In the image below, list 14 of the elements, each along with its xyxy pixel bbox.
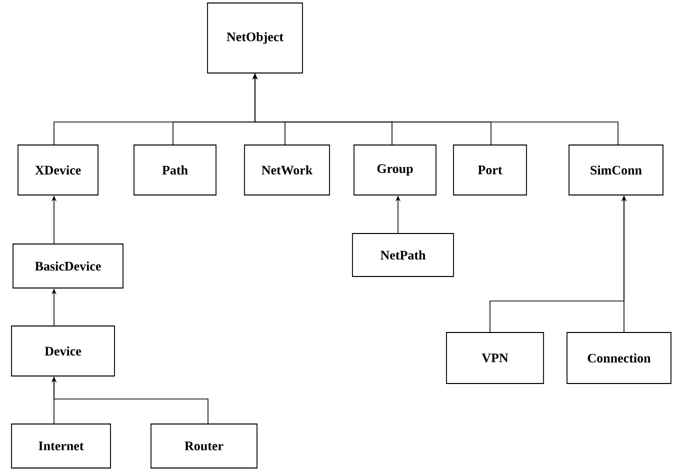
class-box: Path bbox=[134, 144, 216, 196]
class-box: Group bbox=[354, 144, 436, 196]
class-box: Port bbox=[453, 144, 527, 196]
class-box: BasicDevice bbox=[12, 244, 124, 288]
class-box: NetWork bbox=[244, 144, 330, 196]
class-box: XDevice bbox=[18, 144, 98, 196]
class-box: VPN bbox=[446, 332, 544, 384]
class-box: Router bbox=[150, 424, 258, 468]
class-box: NetObject bbox=[207, 2, 303, 74]
class-box: Internet bbox=[11, 424, 111, 468]
class-box: NetPath bbox=[352, 233, 454, 277]
class-box: Connection bbox=[566, 332, 672, 384]
class-box: Device bbox=[11, 326, 115, 376]
class-box: SimConn bbox=[568, 144, 664, 196]
